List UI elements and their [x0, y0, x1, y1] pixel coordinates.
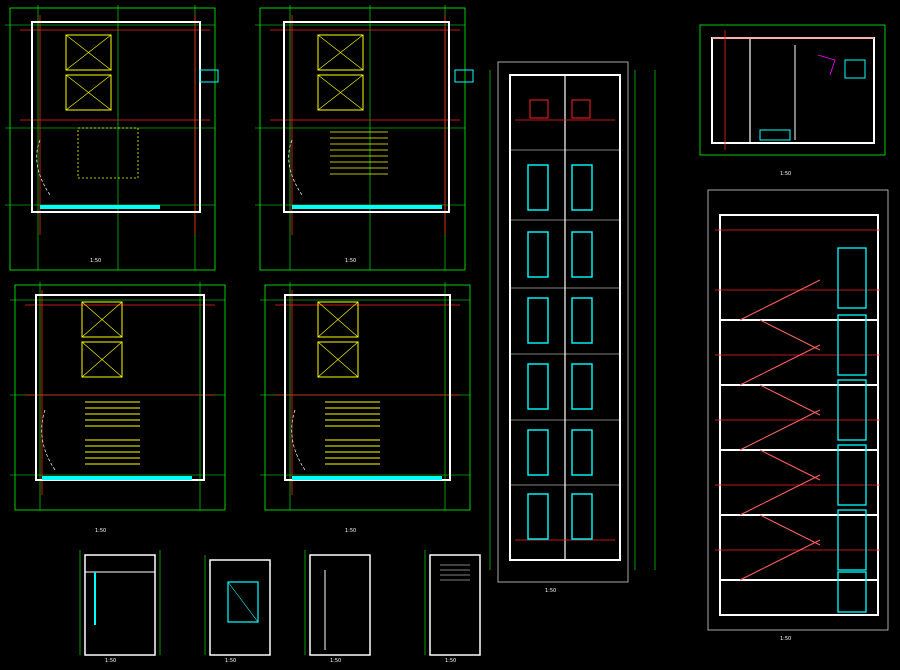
svg-text:1:50: 1:50	[330, 658, 341, 664]
entrance-strip	[40, 205, 160, 209]
exterior-wall	[31, 21, 201, 213]
stair-section: 1:50	[707, 189, 889, 642]
plan-title: 1:50	[345, 258, 356, 264]
plan-title: 1:50	[95, 528, 106, 534]
floor-plan-3: 1:50	[10, 282, 226, 534]
svg-text:1:50: 1:50	[545, 588, 556, 594]
svg-text:1:50: 1:50	[445, 658, 456, 664]
plan-title: 1:50	[345, 528, 356, 534]
svg-text:1:50: 1:50	[780, 171, 791, 177]
stair-run	[77, 127, 139, 179]
svg-text:1:50: 1:50	[780, 636, 791, 642]
detail-sections: 1:50 1:50 1:50 1:50	[79, 550, 481, 664]
floor-plan-2: 1:50	[255, 5, 474, 271]
svg-text:1:50: 1:50	[225, 658, 236, 664]
plan-title: 1:50	[90, 258, 101, 264]
floor-plan-4: 1:50	[260, 282, 471, 534]
elevator-shaft-section: 1:50	[489, 61, 656, 594]
elevator-shaft	[65, 34, 112, 71]
elevator-shaft	[65, 74, 112, 111]
machine-room-plan: 1:50	[699, 24, 886, 177]
svg-text:1:50: 1:50	[105, 658, 116, 664]
floor-plan-1: 1:50	[5, 5, 219, 271]
dimension-frame	[9, 7, 216, 271]
